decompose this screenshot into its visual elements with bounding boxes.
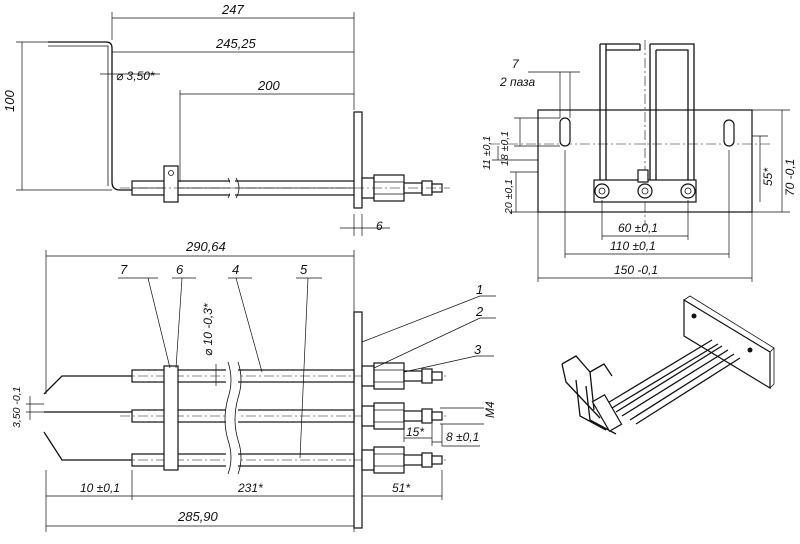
dim-200: 200 (257, 78, 280, 93)
dim-10: 10 ±0,1 (80, 481, 120, 495)
dim-rod-dia: ⌀ 10 -0,3* (201, 303, 215, 356)
dim-60: 60 ±0,1 (618, 221, 658, 235)
callout-2: 2 (475, 304, 484, 319)
dim-100: 100 (2, 90, 17, 112)
dim-150: 150 -0,1 (614, 263, 658, 277)
dim-18: 18 ±0,1 (499, 131, 511, 166)
dim-15: 15* (406, 425, 424, 439)
rod-1 (43, 362, 446, 395)
front-view: 7 6 4 5 1 2 3 290,64 285,90 231* 10 ±0,1… (11, 239, 497, 532)
iso-view (561, 295, 775, 435)
slot-note: 2 паза (499, 75, 535, 89)
callout-7: 7 (120, 262, 128, 277)
dim-m4: M4 (483, 401, 497, 418)
rod-2 (44, 402, 446, 430)
dim-6: 6 (376, 219, 383, 233)
callout-3: 3 (474, 342, 482, 357)
dim-285: 285,90 (177, 509, 219, 524)
callout-6: 6 (176, 262, 184, 277)
top-flange (353, 111, 363, 209)
dim-290: 290,64 (185, 239, 226, 254)
dim-11: 11 ±0,1 (481, 136, 493, 170)
top-wire (48, 41, 150, 191)
dim-245: 245,25 (215, 36, 257, 51)
side-view: 7 2 паза 18 ±0,1 11 ±0,1 20 ±0,1 60 ±0,1… (481, 40, 797, 282)
dim-55: 55* (761, 168, 775, 186)
dim-247: 247 (221, 2, 244, 17)
top-view: 247 245,25 200 100 ⌀ 3,50* 6 (2, 2, 450, 236)
callout-4: 4 (232, 262, 239, 277)
dim-70: 70 -0,1 (783, 159, 797, 196)
iso-plate (683, 298, 771, 390)
clamp-bar (163, 365, 179, 471)
front-flange (353, 311, 363, 529)
dim-8: 8 ±0,1 (446, 430, 479, 444)
dim-51: 51* (392, 481, 410, 495)
callout-5: 5 (300, 262, 308, 277)
dim-7: 7 (512, 57, 520, 71)
dim-20: 20 ±0,1 (503, 179, 515, 215)
dim-231: 231* (237, 481, 263, 495)
callout-1: 1 (476, 282, 483, 297)
dim-110: 110 ±0,1 (610, 239, 656, 253)
dim-3-50: 3,50 -0,1 (11, 387, 23, 428)
rod-3 (43, 431, 446, 474)
dim-wire-dia: ⌀ 3,50* (116, 69, 155, 83)
